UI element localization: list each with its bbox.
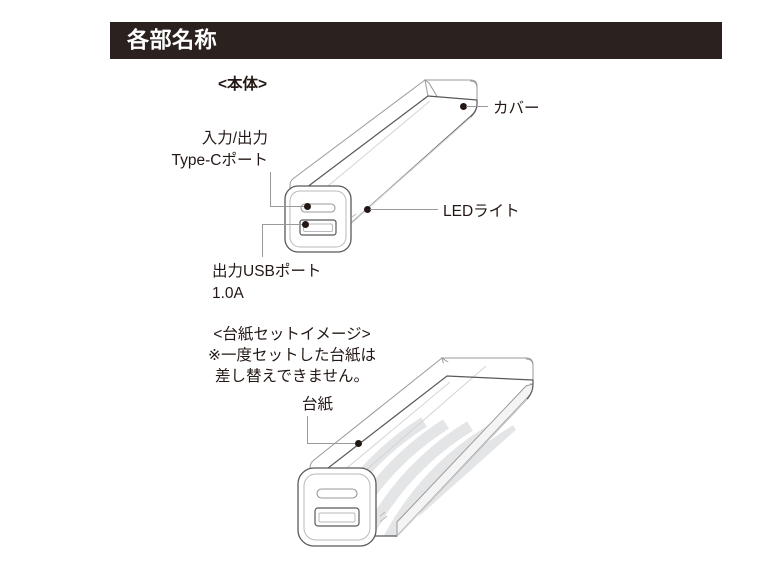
usb-a-port-inner-insert: [318, 512, 356, 523]
callout-type-c-line-1: 入力/出力: [201, 130, 268, 147]
page-title: 各部名称: [127, 27, 218, 53]
section-header: 各部名称: [110, 22, 722, 59]
body-seam-lower-insert: [396, 398, 528, 537]
powerbank-illustration-main: [278, 70, 498, 265]
callout-led-light: LEDライト: [443, 203, 520, 220]
leader-dot-cover: [460, 103, 467, 110]
leader-led-horizontal: [370, 209, 438, 210]
front-face-group: [284, 185, 352, 253]
leader-dot-led: [364, 206, 371, 213]
powerbank-illustration-insert: [290, 340, 550, 570]
far-corner: [469, 80, 478, 89]
front-face-panel-insert: [303, 473, 371, 541]
callout-insert-card: 台紙: [302, 396, 334, 413]
leader-usb-horizontal: [262, 224, 304, 225]
leader-dot-type-c: [304, 203, 311, 210]
type-c-port-insert: [316, 488, 358, 499]
led-light-mark-insert: [379, 511, 388, 523]
far-corner-insert: [525, 358, 534, 367]
callout-cover: カバー: [493, 100, 540, 117]
callout-type-c-port: 入力/出力 Type-Cポート: [118, 128, 268, 172]
callout-usb-line-1: 出力USBポート: [212, 263, 322, 280]
callout-type-c-line-2: Type-Cポート: [171, 152, 268, 169]
leader-type-c-horizontal: [270, 206, 306, 207]
led-light-mark: [351, 213, 359, 223]
front-face-group-insert: [297, 467, 377, 547]
insert-note-2: 差し替えできません。: [214, 368, 370, 385]
leader-usb-vertical: [262, 224, 263, 257]
leader-insert-horizontal: [307, 443, 358, 444]
leader-insert-vertical: [307, 416, 308, 443]
insert-note-1: ※一度セットした台紙は: [208, 347, 376, 364]
leader-type-c-vertical: [270, 172, 271, 206]
front-face-panel: [289, 190, 347, 248]
section-label-main: <本体>: [218, 76, 268, 93]
body-seam-lower: [339, 116, 472, 234]
powerbank-svg-insert: [297, 357, 534, 547]
callout-usb-port: 出力USBポート 1.0A: [212, 261, 321, 305]
powerbank-svg-main: [284, 79, 478, 253]
leader-dot-usb: [302, 221, 309, 228]
leader-dot-insert-card: [355, 440, 362, 447]
callout-usb-line-2: 1.0A: [212, 285, 244, 302]
section-label-insert: <台紙セットイメージ>: [213, 326, 371, 343]
leader-cover-horizontal: [466, 106, 488, 107]
